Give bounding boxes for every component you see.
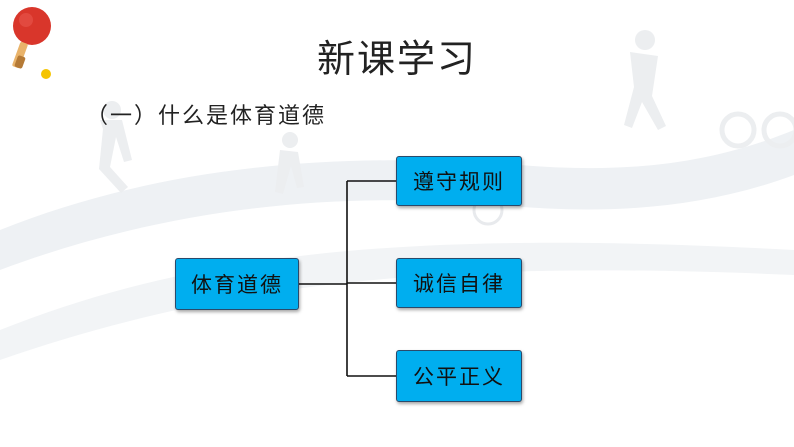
- table-tennis-logo: [12, 7, 51, 79]
- node-follow-rules: 遵守规则: [396, 156, 522, 206]
- table-tennis-ball-icon: [41, 69, 51, 79]
- section-heading: （一）什么是体育道德: [86, 104, 327, 129]
- node-root-sports-ethics: 体育道德: [175, 258, 299, 310]
- slide-title: 新课学习: [316, 37, 477, 81]
- node-fairness-justice: 公平正义: [396, 350, 522, 402]
- table-tennis-paddle-icon: [12, 7, 51, 69]
- node-integrity-self-discipline: 诚信自律: [396, 258, 522, 308]
